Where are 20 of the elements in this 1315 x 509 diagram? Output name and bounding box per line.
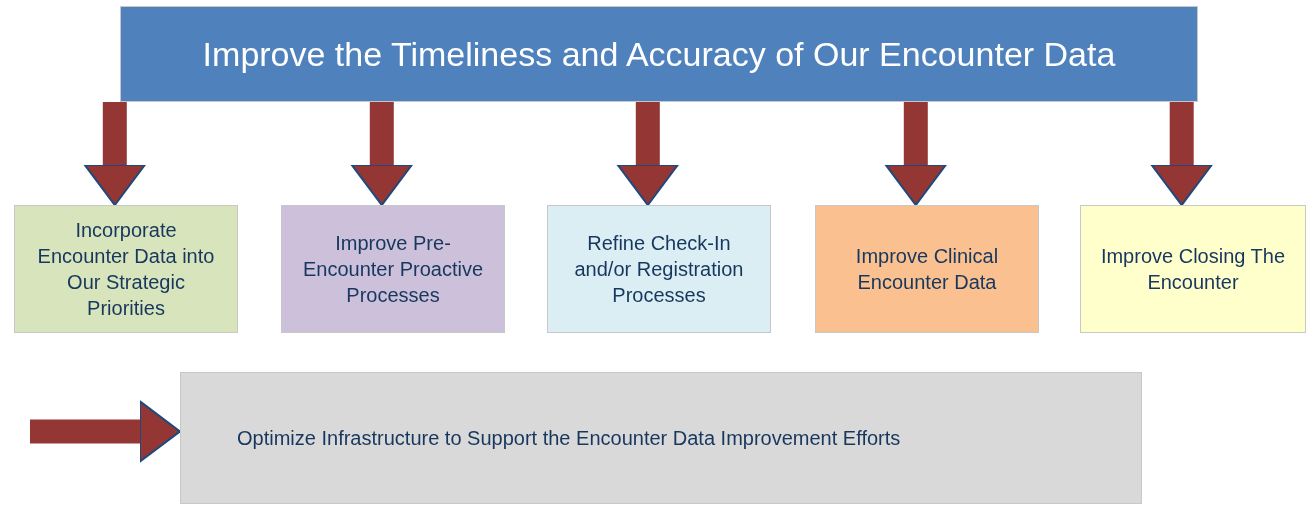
arrow <box>616 102 679 206</box>
box-label: Optimize Infrastructure to Support the Encounter Data Improvement Efforts <box>237 426 901 451</box>
box-label: Refine Check-In and/or Registration Processes <box>573 231 745 308</box>
process-box <box>1080 205 1306 333</box>
arrow <box>1150 102 1213 206</box>
arrow <box>30 400 181 463</box>
process-box <box>547 205 771 333</box>
title-banner <box>120 6 1198 102</box>
box-label: Incorporate Encounter Data into Our Strategic Priorities <box>36 218 216 321</box>
process-box <box>281 205 505 333</box>
arrow <box>83 102 146 206</box>
box-label: Improve Closing The Encounter <box>1099 244 1287 295</box>
banner-title: Improve the Timeliness and Accuracy of Our Encounter Data <box>202 33 1116 75</box>
arrow <box>884 102 947 206</box>
process-box <box>14 205 238 333</box>
box-label: Improve Clinical Encounter Data <box>854 244 1000 295</box>
arrow <box>350 102 413 206</box>
process-box <box>180 372 1142 504</box>
box-label: Improve Pre-Encounter Proactive Processes <box>301 231 485 308</box>
process-box <box>815 205 1039 333</box>
